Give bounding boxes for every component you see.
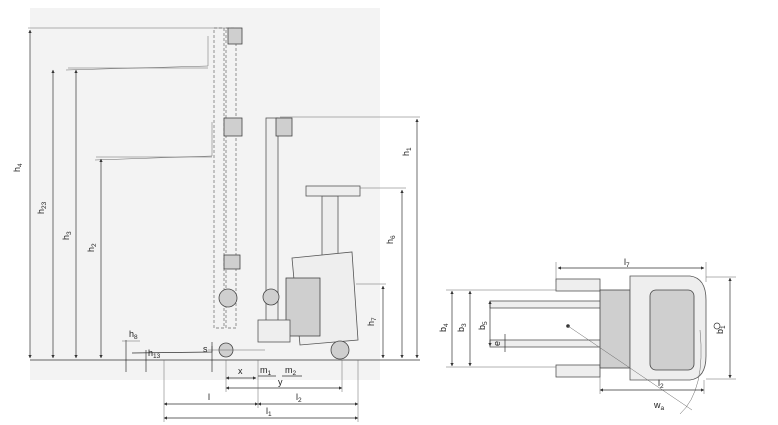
label-h4: h4 [12,163,24,172]
outrigger-top [555,278,601,292]
label-wa: wa [653,400,665,412]
label-m2: m2 [285,365,297,377]
fork-carriage [599,289,631,369]
lowered-mast [262,117,293,334]
label-b1: b1 [715,325,727,334]
label-h13: h13 [148,348,161,360]
label-b5: b5 [477,321,489,330]
label-l2: l2 [296,392,302,404]
extended-mast [65,27,243,329]
label-m1: m1 [260,365,272,377]
truck-chassis [218,185,361,360]
mast-pulley [218,288,238,308]
label-h7: h7 [366,317,378,326]
overhead-guard-post [321,195,339,259]
counterweight [285,277,321,337]
label-h6: h6 [385,235,397,244]
label-h2: h2 [86,243,98,252]
label-l7: l7 [624,257,630,269]
label-x: x [238,366,243,376]
side-view: h4 h23 h3 h2 h1 h6 h7 h8 h13 s x m1 m2 y… [12,8,420,422]
label-b3: b3 [456,323,468,332]
label-e: e [492,341,502,346]
turning-arc [567,325,693,411]
top-view: l7 b4 b3 b5 e b1 l2 wa [438,257,736,415]
drive-wheel [330,340,350,360]
battery-top [649,289,695,371]
fork-bottom [489,339,603,348]
label-h3: h3 [61,231,73,240]
label-y: y [278,377,283,387]
label-l2-top: l2 [658,378,664,390]
label-h23: h23 [36,201,48,214]
label-l: l [208,392,210,402]
label-h1: h1 [401,147,413,156]
fork-top [489,300,603,309]
label-s: s [203,344,208,354]
outrigger-bottom [555,364,601,378]
wheel-center-mark [713,322,721,330]
label-h8: h8 [129,329,138,341]
label-l1: l1 [266,406,272,418]
label-b4: b4 [438,323,450,332]
overhead-guard-top [305,185,361,197]
